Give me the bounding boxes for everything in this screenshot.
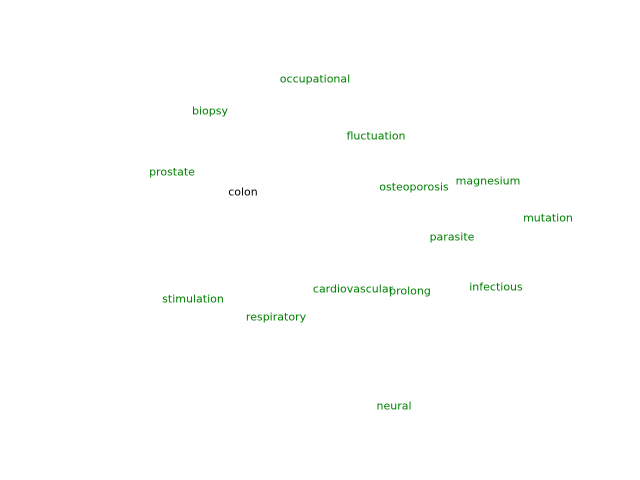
word-label-colon: colon xyxy=(228,186,258,199)
word-label-mutation: mutation xyxy=(523,212,573,225)
word-label-cardiovascular: cardiovascular xyxy=(313,283,393,296)
word-label-stimulation: stimulation xyxy=(162,293,224,306)
word-label-prostate: prostate xyxy=(149,166,195,179)
word-label-infectious: infectious xyxy=(469,281,523,294)
word-label-magnesium: magnesium xyxy=(456,175,521,188)
word-label-respiratory: respiratory xyxy=(246,311,306,324)
word-label-parasite: parasite xyxy=(430,231,475,244)
word-label-prolong: prolong xyxy=(389,285,431,298)
word-label-osteoporosis: osteoporosis xyxy=(379,181,449,194)
word-label-biopsy: biopsy xyxy=(192,105,228,118)
word-label-occupational: occupational xyxy=(280,73,350,86)
word-label-neural: neural xyxy=(376,400,411,413)
word-label-fluctuation: fluctuation xyxy=(346,130,405,143)
